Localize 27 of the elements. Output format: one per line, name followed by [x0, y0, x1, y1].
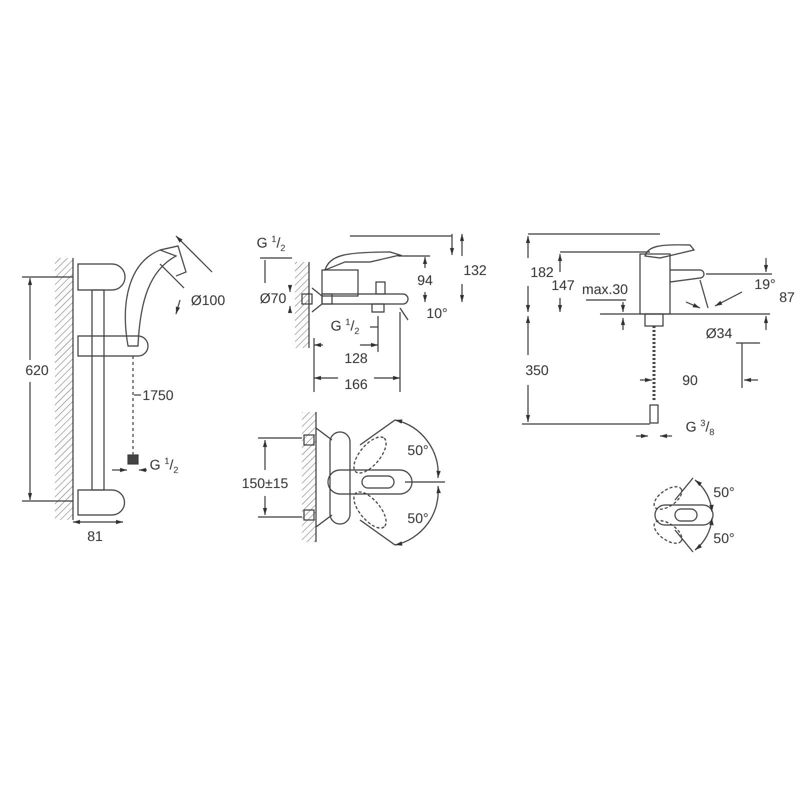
dimension-label: 87 [779, 290, 795, 304]
dimension-label: 147 [551, 278, 575, 292]
dimension-label: G $^{1}$/$_{2}$ [330, 318, 360, 336]
dimension-label: 166 [344, 377, 368, 391]
dimension-label: 19° [754, 277, 776, 291]
dimension-label: 128 [344, 351, 368, 365]
dimension-label: max.30 [582, 282, 628, 296]
dimension-label: 50° [407, 443, 429, 457]
dimension-label: 10° [426, 306, 448, 320]
dimension-label: 50° [713, 485, 735, 499]
dimension-label: G $^{3}$/$_{8}$ [686, 418, 714, 438]
dimension-label: 1750 [142, 388, 174, 402]
dimension-label: 350 [525, 363, 549, 377]
dimension-label: 182 [530, 265, 554, 279]
dimension-label: G $^{1}$/$_{2}$ [150, 456, 178, 476]
dimension-label: 94 [417, 273, 433, 287]
dimension-label: 620 [25, 363, 49, 377]
dimension-label: 90 [682, 373, 698, 387]
dimension-label: 50° [407, 511, 429, 525]
dimension-label: 50° [713, 531, 735, 545]
dimension-label: Ø70 [260, 291, 286, 305]
dimension-label: G $^{1}$/$_{2}$ [256, 234, 286, 254]
dimension-label: Ø100 [190, 293, 226, 307]
dimension-label: 150±15 [242, 476, 288, 490]
dimension-label: 132 [463, 263, 487, 277]
dimension-label: Ø34 [706, 326, 732, 340]
dimension-label: 81 [87, 529, 103, 543]
